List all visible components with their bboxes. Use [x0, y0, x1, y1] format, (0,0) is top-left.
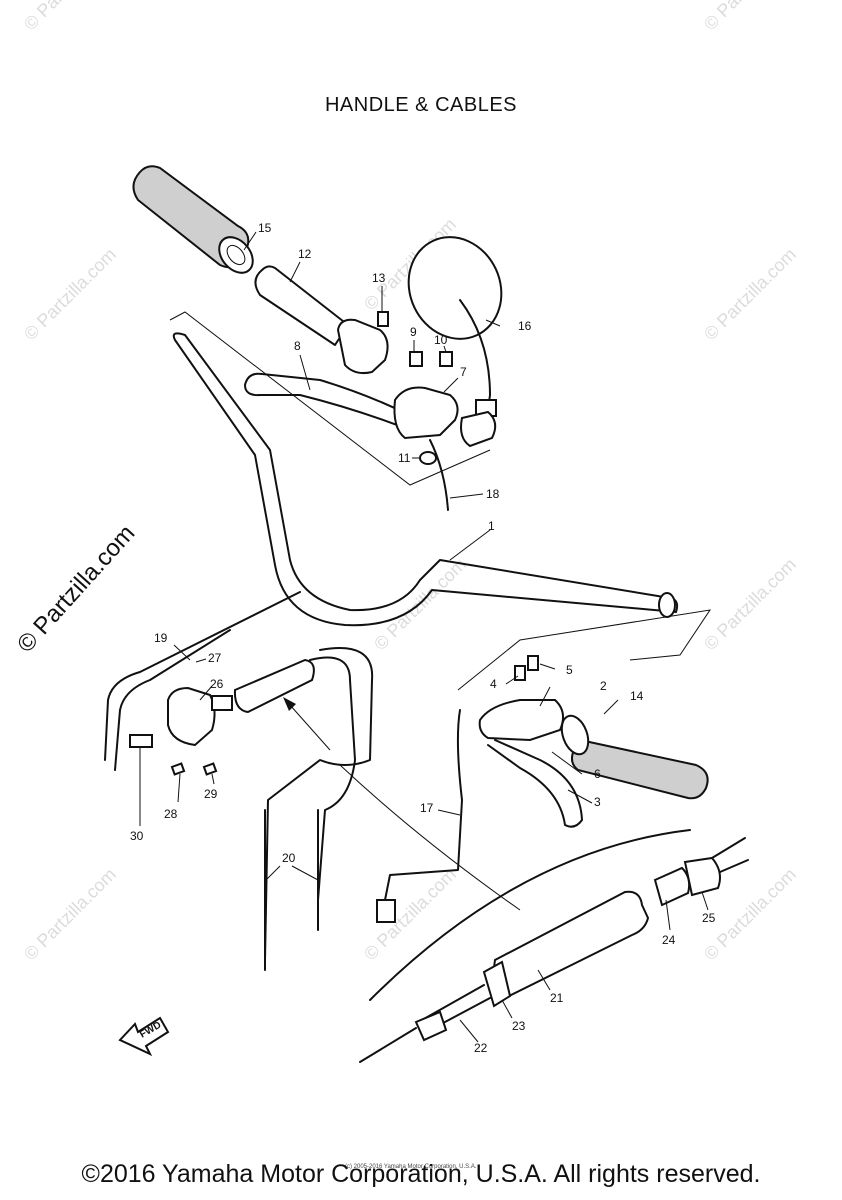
bolt	[377, 311, 389, 327]
callout-16: 16	[518, 319, 532, 333]
callout-14: 14	[630, 689, 644, 703]
callout-9: 9	[410, 325, 417, 339]
callout-17: 17	[420, 801, 434, 815]
clutch-cable	[429, 439, 449, 511]
callout-8: 8	[294, 339, 301, 353]
callout-2: 2	[600, 679, 607, 693]
callout-26: 26	[210, 677, 224, 691]
callout-21: 21	[550, 991, 564, 1005]
callout-24: 24	[662, 933, 676, 947]
callout-28: 28	[164, 807, 178, 821]
throttle-grip-tube	[233, 658, 315, 714]
callout-25: 25	[702, 911, 716, 925]
callout-18: 18	[486, 487, 500, 501]
fwd-arrow: FWD	[118, 1016, 170, 1057]
diagram-title: HANDLE & CABLES	[324, 94, 517, 116]
callout-30: 30	[130, 829, 144, 843]
callout-20: 20	[282, 851, 296, 865]
bolt	[439, 351, 453, 367]
adjuster-nut	[414, 1010, 448, 1042]
callout-15: 15	[258, 221, 272, 235]
callout-7: 7	[460, 365, 467, 379]
throttle-cable	[309, 656, 356, 901]
callout-11: 11	[398, 451, 411, 465]
switch-housing	[167, 686, 216, 747]
screw	[202, 762, 218, 776]
small-credit: (c) 2005-2016 Yamaha Motor Corporation, …	[345, 1164, 477, 1170]
callout-5: 5	[566, 663, 573, 677]
callout-10: 10	[434, 333, 448, 347]
callout-3: 3	[594, 795, 601, 809]
bolt	[409, 351, 423, 367]
throttle-cable	[264, 647, 374, 961]
leader-lines	[139, 231, 709, 1043]
callout-12: 12	[298, 247, 312, 261]
callout-4: 4	[490, 677, 497, 691]
callout-1: 1	[488, 519, 495, 533]
mirror	[407, 236, 503, 417]
screw	[170, 762, 186, 776]
callout-22: 22	[474, 1041, 488, 1055]
choke-cable	[104, 591, 301, 761]
throttle-housing	[336, 318, 389, 375]
brake-cable	[384, 709, 463, 901]
nut	[419, 451, 437, 465]
brake-lever-holder	[478, 699, 565, 742]
brake-lever	[487, 739, 583, 828]
callout-23: 23	[512, 1019, 526, 1033]
cable-sleeve	[490, 890, 650, 1000]
bolt	[514, 665, 526, 681]
callout-13: 13	[372, 271, 386, 285]
callout-29: 29	[204, 787, 218, 801]
callout-6: 6	[594, 767, 601, 781]
copyright-notice: ©2016 Yamaha Motor Corporation, U.S.A. A…	[81, 1160, 761, 1188]
lever-holder	[393, 386, 459, 440]
callout-27: 27	[208, 651, 222, 665]
callout-19: 19	[154, 631, 168, 645]
callouts: 1 2 3 4 5 6 7 8 9 10 11 12 13 14 15 16 1…	[130, 221, 716, 1055]
left-grip	[132, 165, 254, 274]
right-grip	[560, 714, 709, 800]
bolt	[527, 655, 539, 671]
cable-end-fitting	[683, 856, 721, 897]
throttle-tube	[254, 265, 349, 346]
